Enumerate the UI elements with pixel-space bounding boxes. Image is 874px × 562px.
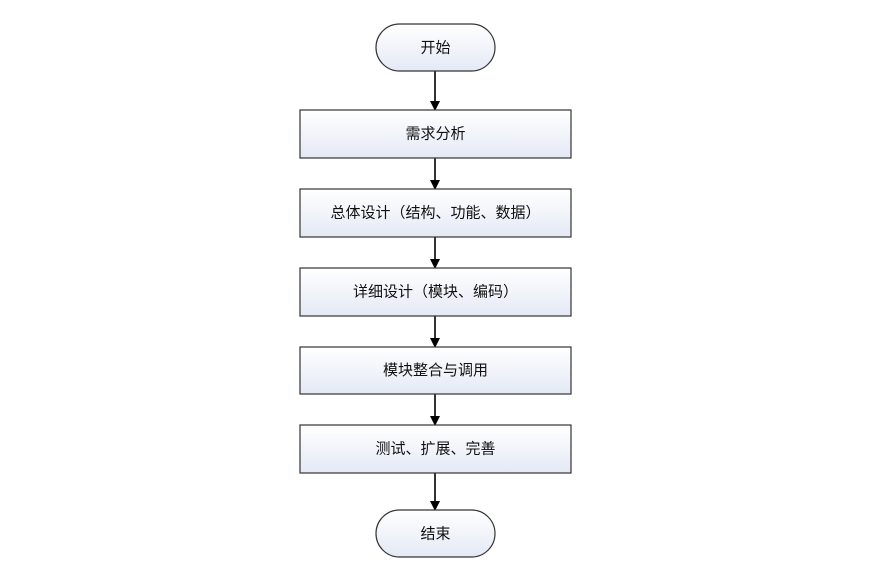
process-step-3: 详细设计（模块、编码）: [299, 267, 572, 317]
process-label: 测试、扩展、完善: [375, 440, 495, 458]
process-step-2: 总体设计（结构、功能、数据）: [299, 188, 572, 238]
process-label: 详细设计（模块、编码）: [353, 283, 518, 301]
process-step-1: 需求分析: [299, 109, 572, 159]
process-step-5: 测试、扩展、完善: [299, 424, 572, 474]
process-box: [299, 109, 572, 159]
process-label: 总体设计（结构、功能、数据）: [330, 204, 540, 222]
process-box: [299, 346, 572, 395]
process-step-4: 模块整合与调用: [299, 346, 572, 395]
process-label: 需求分析: [405, 125, 465, 143]
start-node: 开始: [375, 23, 496, 72]
end-label: 结束: [420, 525, 450, 543]
start-terminator-shape: [375, 23, 496, 72]
process-box: [299, 424, 572, 474]
end-terminator-shape: [375, 509, 496, 558]
process-label: 模块整合与调用: [383, 361, 488, 379]
end-node: 结束: [375, 509, 496, 558]
process-box: [299, 188, 572, 238]
start-label: 开始: [420, 39, 450, 57]
process-box: [299, 267, 572, 317]
